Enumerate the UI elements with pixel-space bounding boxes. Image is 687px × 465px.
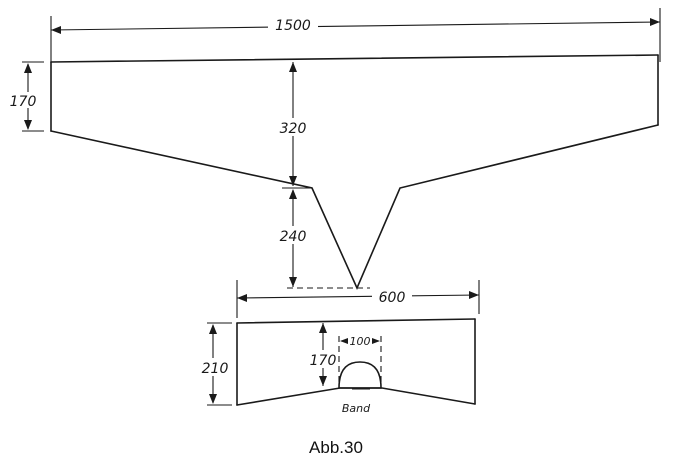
figure-caption: Abb.30 <box>309 438 363 457</box>
arrowhead-right <box>650 18 660 26</box>
label-mask <box>268 16 318 32</box>
arrowhead-320-top <box>289 62 297 72</box>
lower-view: 600 210 170 100 Band <box>198 280 480 415</box>
dimension-height-210: 210 <box>202 361 229 377</box>
band-arch <box>338 361 382 389</box>
arrowhead-240-top <box>289 189 297 199</box>
top-edge <box>50 54 659 63</box>
dimension-notch-240: 240 <box>280 229 307 245</box>
arrowhead-320-bottom <box>289 176 297 186</box>
lower-top-edge <box>236 318 476 324</box>
dimension-line-1500 <box>50 21 661 31</box>
upper-view: 1500 170 320 240 <box>6 8 661 290</box>
band-label: Band <box>342 402 371 415</box>
dimension-opening-100: 100 <box>350 335 371 348</box>
label-mask <box>198 358 232 376</box>
label-mask <box>275 226 311 244</box>
dimension-width-600: 600 <box>379 290 406 306</box>
label-mask <box>348 334 372 348</box>
dimension-line-600 <box>236 294 480 299</box>
label-mask <box>372 288 412 304</box>
v-profile <box>50 124 659 290</box>
arrowhead-240-bottom <box>289 277 297 287</box>
label-mask <box>308 350 338 368</box>
arrowhead-210-top <box>209 324 217 334</box>
arrowhead-inner-170-bottom <box>319 376 327 386</box>
label-mask <box>6 92 42 108</box>
arrowhead-100-left <box>340 338 348 344</box>
dimension-inner-170: 170 <box>310 353 337 369</box>
dimension-width-1500: 1500 <box>275 18 311 34</box>
arrowhead-210-bottom <box>209 394 217 404</box>
arrowhead-inner-170-top <box>319 323 327 333</box>
arrowhead-left <box>51 26 61 34</box>
arrowhead-170-bottom <box>24 120 32 130</box>
dimension-depth-320: 320 <box>280 121 307 137</box>
label-mask <box>275 118 311 136</box>
arrowhead-600-right <box>469 291 479 299</box>
arrowhead-600-left <box>237 294 247 302</box>
arrowhead-100-right <box>372 338 380 344</box>
arrowhead-170-top <box>24 63 32 73</box>
dimension-edge-170: 170 <box>10 94 37 110</box>
